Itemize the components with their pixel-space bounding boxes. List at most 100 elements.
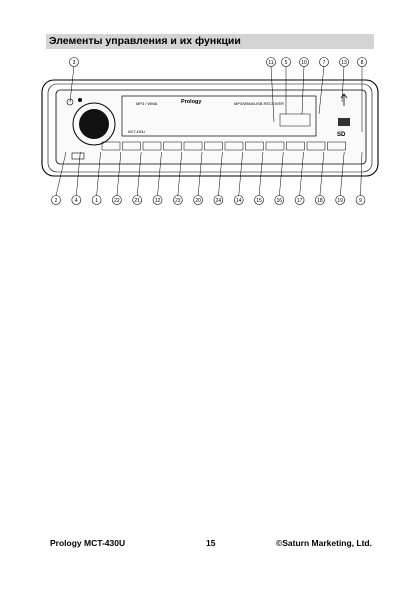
faceplate (55, 89, 367, 165)
sd-logo: SD (337, 132, 346, 138)
callout-circle (71, 195, 82, 205)
callout-leader (69, 65, 75, 103)
callout-circle (339, 57, 349, 67)
callout-leader (360, 151, 363, 197)
callout-circle (193, 195, 203, 205)
callout-number: 7 (323, 60, 326, 66)
callout-number: 21 (134, 198, 140, 204)
preset-button (183, 141, 203, 151)
callout-number: 20 (195, 198, 201, 204)
callout-number: 13 (341, 60, 347, 66)
footer-company: ©Saturn Marketing, Ltd. (276, 538, 372, 548)
device-diagram: MP3 / WMA Prology MP3/WMA/USB RECEIVER M… (41, 57, 379, 205)
preset-button (101, 141, 121, 151)
callout-leader (270, 65, 275, 123)
callout-circle (173, 195, 183, 205)
callout-circle (51, 195, 61, 205)
callout-number: 8 (361, 60, 364, 66)
callout-circle (335, 195, 346, 205)
outer-frame (41, 79, 379, 177)
callout-circle (294, 195, 305, 205)
callout-circle (213, 195, 224, 205)
callout-leader (258, 151, 264, 197)
callout-number: 10 (301, 60, 307, 66)
volume-knob-ring (72, 102, 116, 146)
preset-button (204, 141, 223, 151)
callout-circle (254, 195, 264, 205)
callout-number: 15 (256, 198, 262, 204)
callout-circle (319, 57, 329, 67)
preset-button (224, 141, 244, 151)
display-label-right: MP3/WMA/USB RECEIVER (234, 101, 284, 106)
callout-leader (197, 151, 203, 197)
callout-number: 24 (216, 198, 222, 204)
power-button-shape (66, 98, 74, 106)
callout-leader (218, 151, 223, 197)
callout-number: 19 (337, 198, 343, 204)
callout-circle (152, 195, 163, 205)
callout-leader (177, 151, 183, 197)
callout-number: 23 (175, 198, 181, 204)
callout-number: 9 (359, 198, 362, 204)
callout-leader (116, 151, 122, 197)
callout-leader (55, 151, 67, 197)
callout-circle (315, 195, 325, 205)
callout-leader (238, 151, 243, 197)
callout-circle (69, 57, 79, 67)
preset-button (122, 141, 141, 151)
model-label: MCT-430U (128, 130, 145, 134)
callout-number: 5 (285, 60, 288, 66)
callout-circle (355, 195, 366, 205)
callout-leader (157, 151, 162, 197)
callout-circle (281, 57, 291, 67)
preset-button (327, 141, 346, 151)
callout-leader (76, 151, 81, 197)
callout-circle (112, 195, 122, 205)
preset-button-row (101, 141, 346, 151)
footer-page-number: 15 (206, 538, 216, 548)
callout-circle (357, 57, 367, 67)
callout-number: 22 (114, 198, 120, 204)
callout-circle (274, 195, 285, 205)
callout-number: 14 (236, 198, 242, 204)
device-front-panel-figure: MP3 / WMA Prology MP3/WMA/USB RECEIVER M… (36, 52, 386, 212)
callout-leader (136, 151, 142, 197)
callout-number: 16 (277, 198, 283, 204)
preset-button (286, 141, 305, 151)
card-slot (71, 152, 85, 160)
display-label-left: MP3 / WMA (136, 101, 158, 106)
callout-leader (301, 65, 305, 115)
callout-circle (233, 195, 244, 205)
callout-leader (279, 151, 284, 197)
preset-button (142, 141, 162, 151)
section-header-bar: Элементы управления и их функции (46, 34, 374, 49)
callout-number: 18 (317, 198, 323, 204)
usb-port (338, 118, 350, 126)
callout-circle (132, 195, 142, 205)
callout-number: 12 (155, 198, 161, 204)
eject-icon (340, 93, 348, 106)
callout-number: 3 (73, 60, 76, 66)
callout-number: 1 (95, 198, 98, 204)
callout-circle (299, 57, 309, 67)
inner-frame (47, 83, 373, 173)
callout-leader (341, 65, 345, 103)
callout-leader (319, 151, 325, 197)
callout-leader (339, 151, 345, 197)
callout-circle (91, 195, 102, 205)
preset-button (265, 141, 285, 151)
volume-knob (79, 109, 109, 139)
brand-logo: Prology (181, 99, 202, 105)
preset-button (306, 141, 326, 151)
callout-circle (266, 57, 276, 67)
section-title: Элементы управления и их функции (49, 35, 241, 47)
callout-leader (299, 151, 304, 197)
preset-button (163, 141, 182, 151)
callout-number: 17 (297, 198, 303, 204)
callout-leader (96, 151, 101, 197)
preset-button (245, 141, 264, 151)
small-button-shape (78, 98, 82, 102)
callout-number: 4 (75, 198, 78, 204)
